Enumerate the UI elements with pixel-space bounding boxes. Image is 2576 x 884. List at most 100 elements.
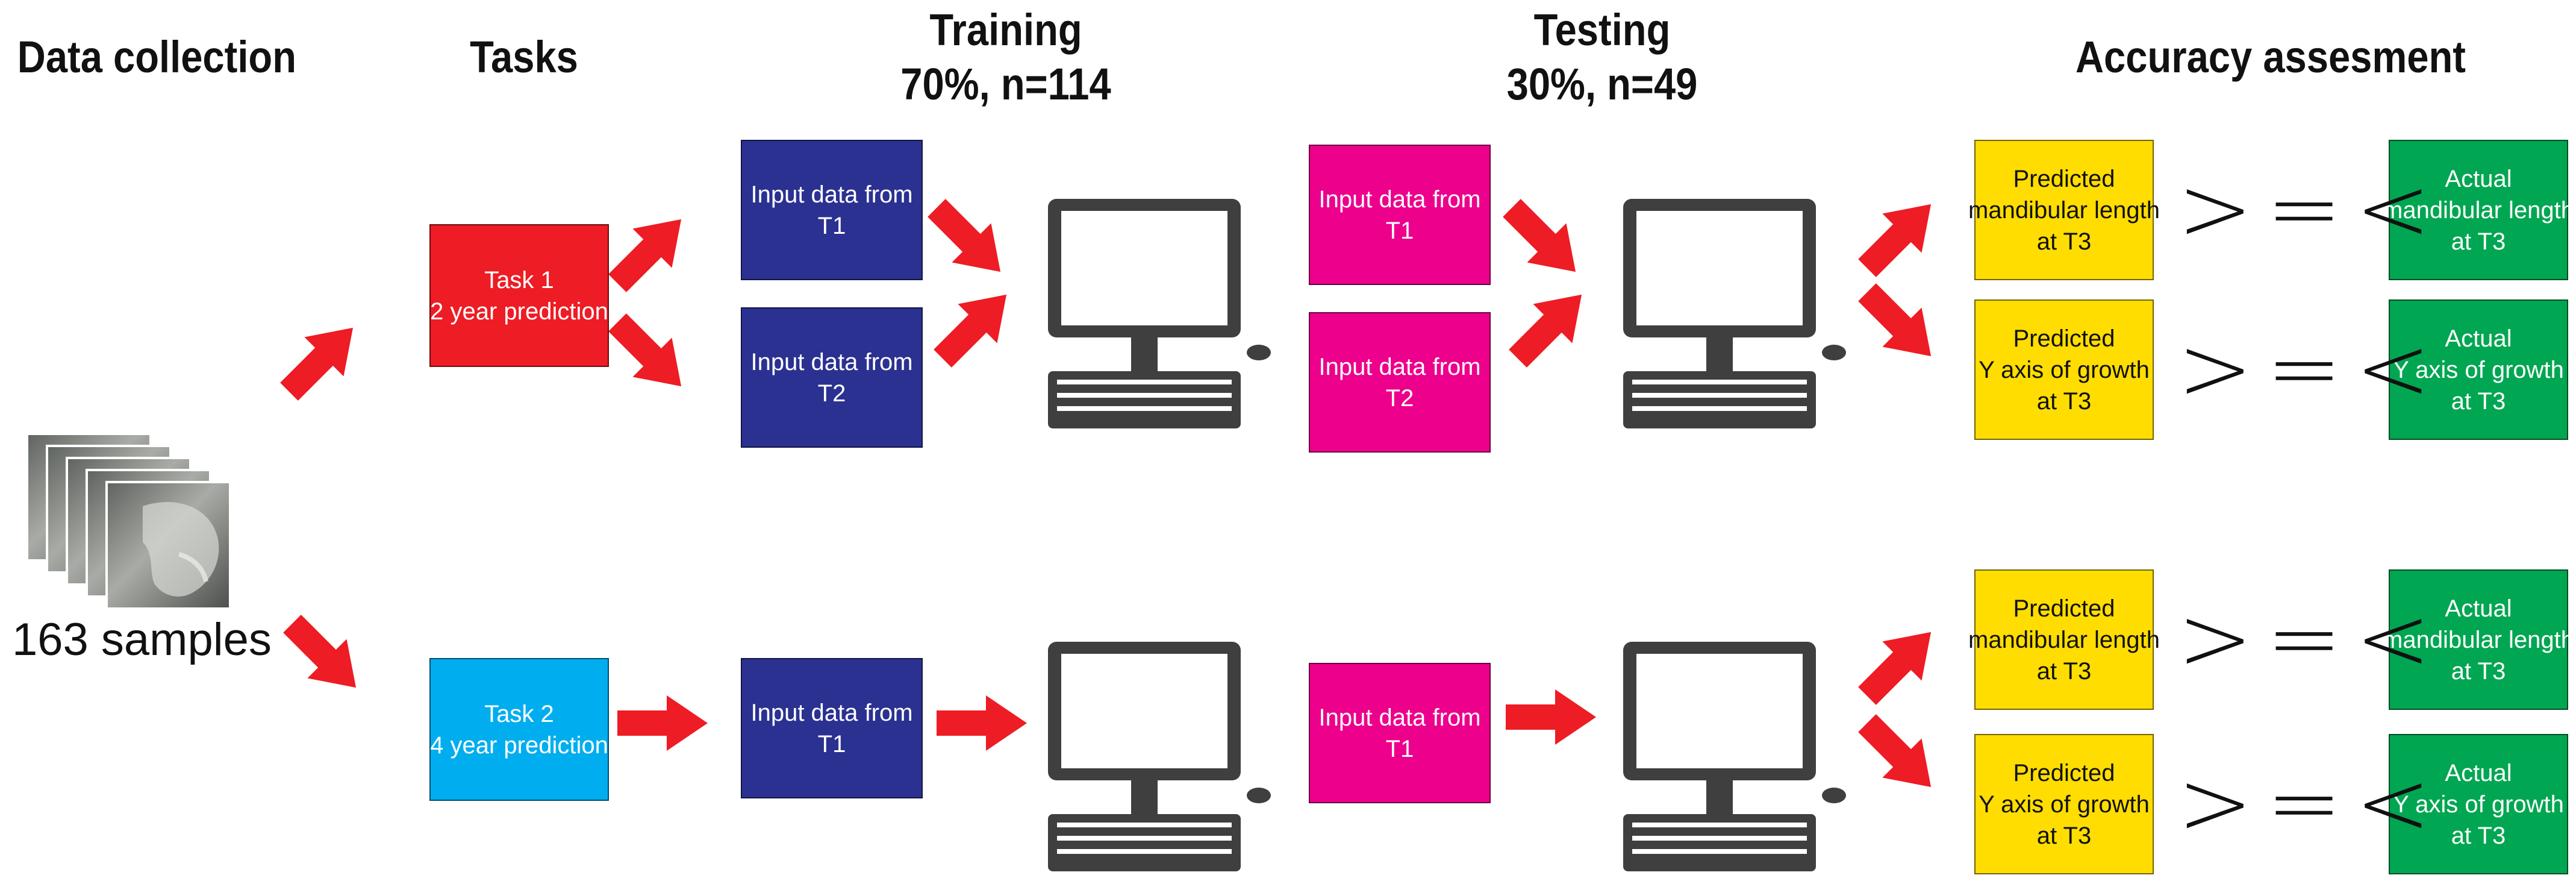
less-than-symbol: < <box>2355 316 2431 421</box>
greater-than-symbol: > <box>2177 586 2253 691</box>
arrow-icon <box>1498 275 1601 378</box>
actual-label: Actual <box>2445 325 2512 352</box>
task-2-title: Task 2 <box>484 700 554 727</box>
training-input-t2-box: Input data from T2 <box>741 307 923 448</box>
testing-input-t1-box: Input data from T1 <box>1309 145 1491 285</box>
predicted-y-axis-box-task2: Predicted Y axis of growth at T3 <box>1974 734 2154 874</box>
task-2-subtitle: 4 year prediction <box>430 732 608 759</box>
timepoint-label: at T3 <box>2451 387 2506 415</box>
measure-label: Y axis of growth <box>2393 356 2564 383</box>
measure-label: Y axis of growth <box>2393 791 2564 818</box>
measure-label: mandibular length <box>2383 196 2574 224</box>
greater-than-symbol: > <box>2177 751 2253 856</box>
greater-than-symbol: > <box>2177 157 2253 262</box>
input-label: Input data from <box>1318 704 1481 731</box>
comparison-symbols: > = < <box>2177 324 2431 414</box>
input-label: Input data from <box>1318 186 1481 213</box>
header-testing-title: Testing <box>1533 5 1671 55</box>
arrow-icon <box>597 303 701 406</box>
measure-label: mandibular length <box>2383 626 2574 653</box>
measure-label: mandibular length <box>1968 196 2160 224</box>
less-than-symbol: < <box>2355 751 2431 856</box>
mouse-icon <box>1247 788 1271 803</box>
less-than-symbol: < <box>2355 157 2431 262</box>
equals-symbol: = <box>2266 157 2342 262</box>
actual-label: Actual <box>2445 595 2512 622</box>
arrow-icon <box>1506 689 1596 745</box>
task-1-subtitle: 2 year prediction <box>430 298 608 325</box>
arrow-icon <box>917 188 1020 292</box>
header-training-sub: 70%, n=114 <box>900 59 1111 109</box>
actual-y-axis-box-task1: Actual Y axis of growth at T3 <box>2389 299 2568 440</box>
testing-input-t2-box: Input data from T2 <box>1309 312 1491 453</box>
task-1-title: Task 1 <box>484 266 554 293</box>
less-than-symbol: < <box>2355 586 2431 691</box>
samples-label: 163 samples <box>12 614 272 665</box>
header-testing-sub: 30%, n=49 <box>1506 59 1698 109</box>
training-input-t1-box: Input data from T1 <box>741 140 923 280</box>
header-data-collection: Data collection <box>17 32 296 82</box>
actual-label: Actual <box>2445 165 2512 192</box>
arrow-icon <box>269 308 373 412</box>
predicted-y-axis-box-task1: Predicted Y axis of growth at T3 <box>1974 299 2154 440</box>
arrow-icon <box>1847 184 1951 288</box>
mouse-icon <box>1822 788 1846 803</box>
measure-label: Y axis of growth <box>1979 791 2150 818</box>
timepoint-label: T2 <box>1385 384 1414 412</box>
measure-label: mandibular length <box>1968 626 2160 653</box>
testing-input-t1-box-task2: Input data from T1 <box>1309 663 1491 803</box>
mouse-icon <box>1247 345 1271 360</box>
header-accuracy: Accuracy assesment <box>2075 32 2466 82</box>
timepoint-label: at T3 <box>2451 822 2506 849</box>
arrow-icon <box>937 695 1027 751</box>
input-label: Input data from <box>750 348 913 375</box>
task-1-box: Task 1 2 year prediction <box>429 224 609 367</box>
arrow-icon <box>1492 188 1595 292</box>
timepoint-label: at T3 <box>2036 822 2092 849</box>
input-label: Input data from <box>750 699 913 726</box>
timepoint-label: T1 <box>1385 217 1414 244</box>
arrow-icon <box>1847 272 1951 376</box>
arrow-icon <box>617 695 708 751</box>
input-label: Input data from <box>750 181 913 208</box>
predicted-label: Predicted <box>2013 165 2115 192</box>
timepoint-label: T1 <box>817 212 846 239</box>
training-input-t1-box-task2: Input data from T1 <box>741 658 923 798</box>
greater-than-symbol: > <box>2177 316 2253 421</box>
predicted-label: Predicted <box>2013 759 2115 786</box>
equals-symbol: = <box>2266 316 2342 421</box>
arrow-icon <box>597 199 701 303</box>
actual-mandibular-box-task2: Actual mandibular length at T3 <box>2383 569 2574 710</box>
actual-mandibular-box-task1: Actual mandibular length at T3 <box>2383 140 2574 280</box>
arrow-icon <box>1847 612 1951 716</box>
actual-y-axis-box-task2: Actual Y axis of growth at T3 <box>2389 734 2568 874</box>
arrow-icon <box>923 275 1026 378</box>
equals-symbol: = <box>2266 586 2342 691</box>
predicted-mandibular-box-task1: Predicted mandibular length at T3 <box>1968 140 2160 280</box>
timepoint-label: at T3 <box>2036 228 2092 255</box>
measure-label: Y axis of growth <box>1979 356 2150 383</box>
comparison-symbols: > = < <box>2177 164 2431 254</box>
equals-symbol: = <box>2266 751 2342 856</box>
comparison-symbols: > = < <box>2177 758 2431 848</box>
comparison-symbols: > = < <box>2177 594 2431 684</box>
predicted-label: Predicted <box>2013 325 2115 352</box>
header-tasks: Tasks <box>470 32 578 82</box>
actual-label: Actual <box>2445 759 2512 786</box>
task-2-box: Task 2 4 year prediction <box>429 658 609 801</box>
arrow-icon <box>1847 703 1951 807</box>
timepoint-label: T1 <box>817 730 846 757</box>
predicted-mandibular-box-task2: Predicted mandibular length at T3 <box>1968 569 2160 710</box>
timepoint-label: at T3 <box>2451 657 2506 685</box>
timepoint-label: T1 <box>1385 735 1414 762</box>
input-label: Input data from <box>1318 353 1481 380</box>
arrow-icon <box>272 604 376 707</box>
timepoint-label: at T3 <box>2036 657 2092 685</box>
mouse-icon <box>1822 345 1846 360</box>
predicted-label: Predicted <box>2013 595 2115 622</box>
timepoint-label: T2 <box>817 380 846 407</box>
header-training-title: Training <box>929 5 1082 55</box>
timepoint-label: at T3 <box>2036 387 2092 415</box>
xray-stack-icon <box>27 434 230 609</box>
